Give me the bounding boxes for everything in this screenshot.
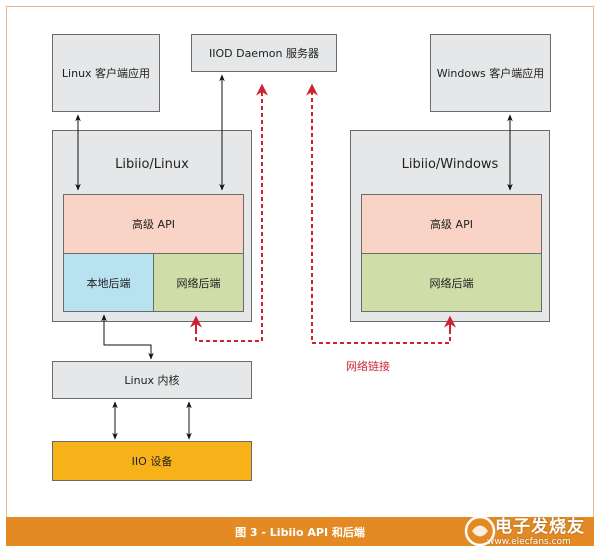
iiod-daemon-label: IIOD Daemon 服务器 <box>208 47 319 60</box>
iio-device-label: IIO 设备 <box>131 455 173 468</box>
local-backend-label: 本地后端 <box>86 276 131 290</box>
watermark-url: www.elecfans.com <box>487 537 571 547</box>
linux-client-app-box: Linux 客户端应用 <box>52 34 160 112</box>
libiio-windows-container: Libiio/Windows 高级 API 网络后端 <box>350 130 550 322</box>
net-backend-windows-label: 网络后端 <box>429 276 474 290</box>
net-backend-linux-box: 网络后端 <box>153 253 244 312</box>
linux-kernel-label: Linux 内核 <box>124 374 180 387</box>
elecfans-logo-icon <box>464 515 496 547</box>
high-api-linux-box: 高级 API <box>63 194 244 254</box>
linux-kernel-box: Linux 内核 <box>52 361 252 399</box>
figure-caption: 图 3 - Libiio API 和后端 <box>6 517 594 546</box>
windows-client-app-box: Windows 客户端应用 <box>430 34 551 112</box>
local-backend-box: 本地后端 <box>63 253 154 312</box>
net-backend-linux-label: 网络后端 <box>176 276 221 290</box>
network-link-label: 网络链接 <box>346 360 390 373</box>
high-api-linux-label: 高级 API <box>132 218 175 231</box>
net-backend-windows-box: 网络后端 <box>361 253 542 312</box>
libiio-windows-title: Libiio/Windows <box>401 157 499 172</box>
high-api-windows-box: 高级 API <box>361 194 542 254</box>
high-api-windows-label: 高级 API <box>430 218 473 231</box>
iio-device-box: IIO 设备 <box>52 441 252 481</box>
libiio-linux-container: Libiio/Linux 高级 API 本地后端 网络后端 <box>52 130 252 322</box>
libiio-linux-title: Libiio/Linux <box>115 157 189 172</box>
iiod-daemon-box: IIOD Daemon 服务器 <box>191 34 337 72</box>
watermark-text: 电子发烧友 <box>495 517 585 537</box>
windows-client-app-label: Windows 客户端应用 <box>436 67 545 80</box>
linux-client-app-label: Linux 客户端应用 <box>61 67 151 80</box>
